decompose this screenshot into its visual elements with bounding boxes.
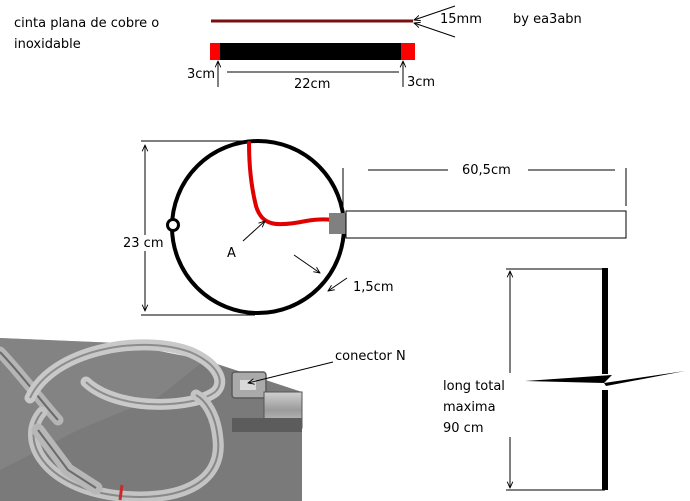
connector-block <box>329 213 346 234</box>
strip-spec: cinta plana de cobre o inoxidable 15mm b… <box>14 5 582 92</box>
author-label: by ea3abn <box>513 12 582 27</box>
loop-drawing: 23 cm 60,5cm A 1,5cm <box>121 139 627 316</box>
point-a-label: A <box>227 246 236 261</box>
strip-middle-label: 22cm <box>294 77 330 92</box>
thickness-arrow-top <box>414 5 456 20</box>
boom-end-view-left <box>525 375 612 383</box>
photo-boom-shadow <box>232 418 302 432</box>
photo-connector-highlight <box>240 380 256 390</box>
total-length-label-bg <box>440 373 520 437</box>
dipole-drawing: long total maxima 90 cm <box>440 268 685 491</box>
total-length-line1: long total <box>443 379 505 394</box>
boom <box>345 210 627 239</box>
boom-end-view-right <box>604 371 685 386</box>
strip-description-line1: cinta plana de cobre o <box>14 16 159 31</box>
photo-upper-loop-shade <box>29 343 221 406</box>
gap-arrow-lower <box>328 277 348 291</box>
strip-body <box>210 43 415 60</box>
gap-label: 1,5cm <box>353 280 394 295</box>
loop-diameter-label: 23 cm <box>123 236 164 251</box>
boom-label-bg <box>448 160 528 178</box>
strip-left-end <box>210 43 220 60</box>
loop-gap-ring <box>166 218 180 232</box>
diameter-label-bg <box>121 235 169 251</box>
total-length-line2: maxima <box>443 400 496 415</box>
thickness-arrow-bottom <box>414 23 456 38</box>
point-a-arrow <box>242 221 265 242</box>
photo-loop-segment-shade <box>37 429 97 489</box>
strip-description-line2: inoxidable <box>14 37 81 52</box>
connector-arrow <box>248 361 334 383</box>
total-length-line3: 90 cm <box>443 421 484 436</box>
photo-red-mark <box>118 484 124 501</box>
photo-lower-loop-shade <box>32 394 220 498</box>
right-end-label: 3cm <box>407 75 435 90</box>
left-end-label: 3cm <box>187 67 215 82</box>
connector-label: conector N <box>335 349 406 364</box>
strip-right-end <box>401 43 415 60</box>
dipole-lower-element <box>602 390 608 490</box>
dipole-upper-element <box>602 268 608 374</box>
thickness-label: 15mm <box>440 12 482 27</box>
antenna-photo <box>0 338 303 501</box>
feed-line <box>247 141 334 227</box>
gap-arrow-upper <box>293 254 320 273</box>
boom-length-label: 60,5cm <box>462 163 511 178</box>
